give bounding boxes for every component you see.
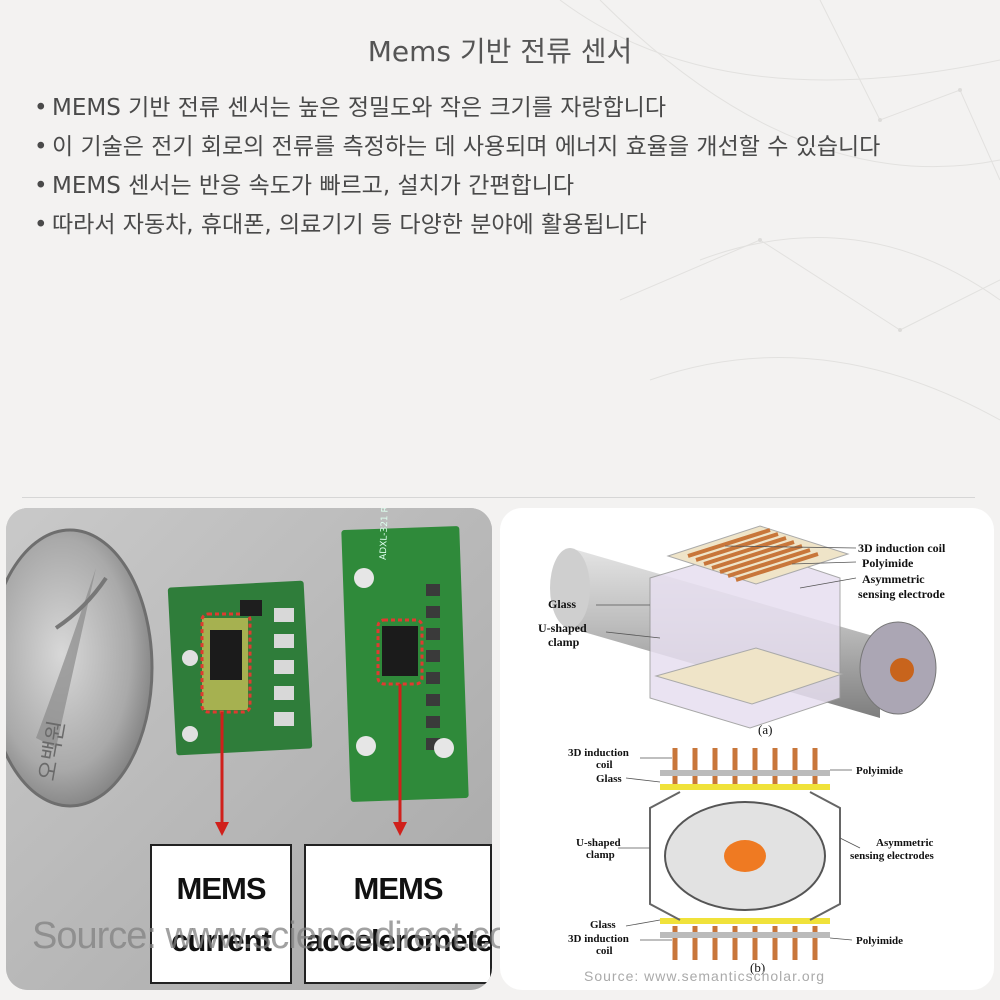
label-asymmetric: Asymmetric bbox=[862, 572, 925, 586]
bullet-item: •MEMS 기반 전류 센서는 높은 정밀도와 작은 크기를 자랑합니다 bbox=[34, 96, 964, 121]
diagram-a: 3D induction coil Polyimide Asymmetric s… bbox=[538, 525, 946, 737]
bullet-list: •MEMS 기반 전류 센서는 높은 정밀도와 작은 크기를 자랑합니다 •이 … bbox=[34, 96, 964, 252]
section-divider bbox=[22, 497, 975, 498]
bullet-item: •따라서 자동차, 휴대폰, 의료기기 등 다양한 분야에 활용됩니다 bbox=[34, 213, 964, 238]
accelerometer-board: ADXL-321 REV.0 bbox=[341, 508, 469, 802]
bullet-item: •MEMS 센서는 반응 속도가 빠르고, 설치가 간편합니다 bbox=[34, 174, 964, 199]
caption-line: MEMS bbox=[176, 871, 267, 906]
label-glass-bottom: Glass bbox=[590, 919, 616, 931]
bullet-text: MEMS 센서는 반응 속도가 빠르고, 설치가 간편합니다 bbox=[52, 173, 575, 199]
bullet-dot: • bbox=[34, 95, 48, 121]
label-clamp: clamp bbox=[548, 635, 580, 649]
bullet-dot: • bbox=[34, 173, 48, 199]
caption-line: accelerometer bbox=[306, 923, 492, 958]
caption-mems-current: MEMS current bbox=[150, 844, 292, 984]
label-polyimide-bottom: Polyimide bbox=[856, 935, 903, 947]
bullet-text: MEMS 기반 전류 센서는 높은 정밀도와 작은 크기를 자랑합니다 bbox=[52, 95, 666, 121]
bullet-text: 이 기술은 전기 회로의 전류를 측정하는 데 사용되며 에너지 효율을 개선할… bbox=[52, 134, 881, 160]
label-clamp-b: clamp bbox=[586, 849, 615, 861]
diagram-source: Source: www.semanticscholar.org bbox=[584, 968, 826, 984]
caption-b: (b) bbox=[750, 960, 765, 975]
sensor-diagram-illustration: 3D induction coil Polyimide Asymmetric s… bbox=[538, 525, 946, 975]
board-label: ADXL-321 REV.0 bbox=[379, 508, 392, 560]
pointer-arrows bbox=[215, 684, 407, 836]
label-polyimide: Polyimide bbox=[862, 556, 914, 570]
caption-a: (a) bbox=[758, 722, 772, 737]
sensor-photo: 오백원 ADXL-321 REV.0 MEMS current bbox=[6, 508, 492, 990]
label-asymmetric-b: Asymmetric bbox=[876, 837, 934, 849]
sensor-diagram: 3D induction coil Polyimide Asymmetric s… bbox=[500, 508, 994, 990]
caption-line: MEMS bbox=[353, 871, 444, 906]
label-3d-induction-top: 3D induction bbox=[568, 747, 629, 759]
label-glass: Glass bbox=[548, 597, 576, 611]
background-decoration bbox=[559, 0, 1000, 421]
label-sensing-electrode: sensing electrode bbox=[858, 587, 945, 601]
label-3d-induction-bottom: 3D induction bbox=[568, 933, 629, 945]
slide-title: Mems 기반 전류 센서 bbox=[367, 35, 633, 68]
bullet-dot: • bbox=[34, 212, 48, 238]
label-u-shaped-b: U-shaped bbox=[576, 837, 621, 849]
bullet-dot: • bbox=[34, 134, 48, 160]
label-coil-top: coil bbox=[596, 759, 613, 771]
diagram-b: 3D induction coil Glass Polyimide U-shap… bbox=[568, 747, 935, 975]
label-coil-bottom: coil bbox=[596, 945, 613, 957]
label-3d-induction-coil: 3D induction coil bbox=[858, 541, 946, 555]
label-glass-top: Glass bbox=[596, 773, 622, 785]
bullet-text: 따라서 자동차, 휴대폰, 의료기기 등 다양한 분야에 활용됩니다 bbox=[52, 212, 647, 238]
label-u-shaped: U-shaped bbox=[538, 621, 587, 635]
current-sensor-board bbox=[167, 580, 313, 756]
label-sensing-electrodes-b: sensing electrodes bbox=[850, 850, 935, 862]
bullet-item: •이 기술은 전기 회로의 전류를 측정하는 데 사용되며 에너지 효율을 개선… bbox=[34, 135, 964, 160]
caption-mems-accelerometer: MEMS accelerometer bbox=[304, 844, 492, 984]
photo-source: Source: www.sciencedirect.com bbox=[32, 915, 540, 957]
coin: 오백원 bbox=[6, 528, 154, 808]
label-polyimide-top: Polyimide bbox=[856, 765, 903, 777]
caption-line: current bbox=[171, 923, 272, 958]
